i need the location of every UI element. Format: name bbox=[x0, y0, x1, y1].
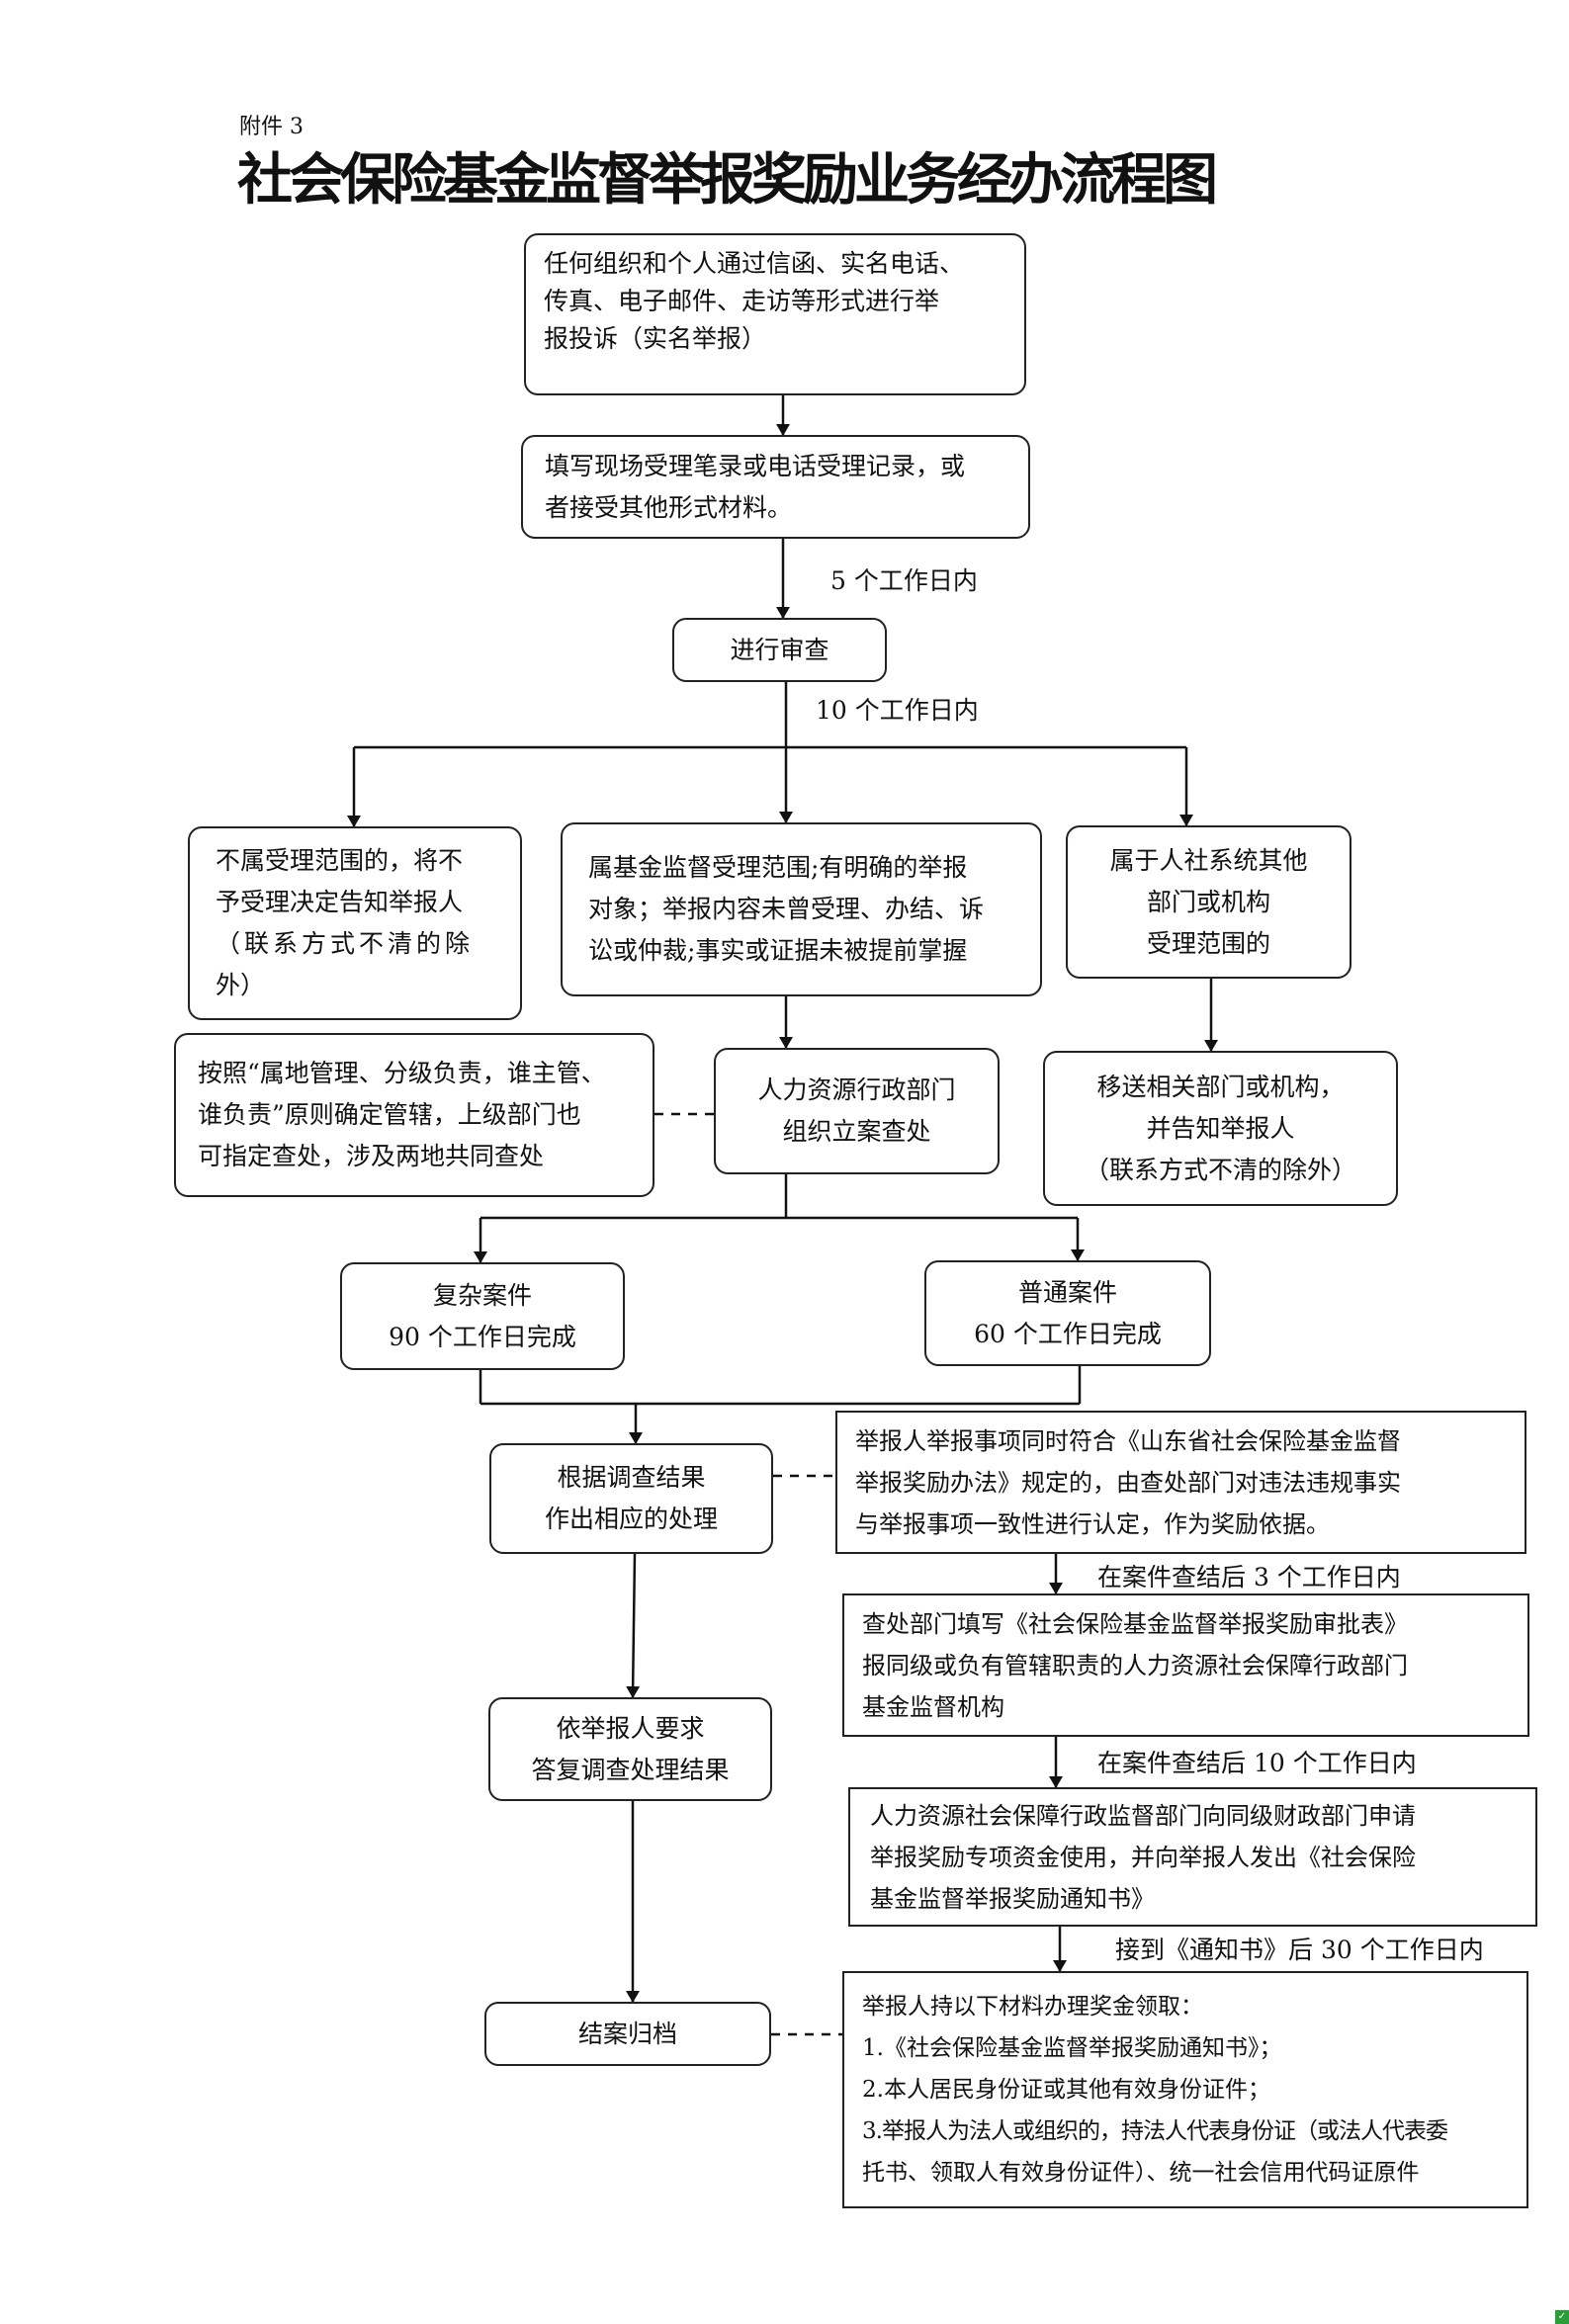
node-text: （联系方式不清的除 bbox=[216, 929, 475, 958]
node-text: 依举报人要求 bbox=[556, 1713, 705, 1743]
node-text: 1.《社会保险基金监督举报奖励通知书》； bbox=[862, 2035, 1282, 2061]
edge-label-after-notice-30-days: 接到《通知书》后 30 个工作日内 bbox=[1115, 1936, 1484, 1964]
edge-label-five-days: 5 个工作日内 bbox=[830, 566, 978, 595]
node-text: 并告知举报人 bbox=[1146, 1113, 1295, 1143]
node-text: 按照“属地管理、分级负责，谁主管、 bbox=[198, 1059, 606, 1087]
node-text: 举报奖励办法》规定的，由查处部门对违法违规事实 bbox=[855, 1468, 1401, 1497]
node-text: 部门或机构 bbox=[1146, 887, 1270, 916]
node-text: 作出相应的处理 bbox=[544, 1505, 718, 1533]
node-ordinary-case: 普通案件 60 个工作日完成 bbox=[924, 1260, 1211, 1366]
node-claim-materials: 举报人持以下材料办理奖金领取： 1.《社会保险基金监督举报奖励通知书》； 2.本… bbox=[842, 1971, 1528, 2208]
node-approval-form: 查处部门填写《社会保险基金监督举报奖励审批表》 报同级或负有管辖职责的人力资源社… bbox=[842, 1593, 1529, 1737]
node-text: 90 个工作日完成 bbox=[389, 1322, 576, 1351]
node-text: 根据调查结果 bbox=[557, 1463, 706, 1492]
node-text: 60 个工作日完成 bbox=[974, 1319, 1162, 1348]
node-text: 属基金监督受理范围;有明确的举报 bbox=[588, 853, 968, 882]
node-record: 填写现场受理笔录或电话受理记录，或 者接受其他形式材料。 bbox=[521, 435, 1030, 539]
node-in-scope: 属基金监督受理范围;有明确的举报 对象；举报内容未曾受理、办结、诉 讼或仲裁;事… bbox=[561, 822, 1042, 996]
node-text: 答复调查处理结果 bbox=[531, 1755, 730, 1784]
node-report-channels: 任何组织和个人通过信函、实名电话、 传真、电子邮件、走访等形式进行举 报投诉（实… bbox=[524, 233, 1026, 395]
node-text: 举报人持以下材料办理奖金领取： bbox=[862, 1994, 1203, 2020]
node-transfer: 移送相关部门或机构， 并告知举报人 （联系方式不清的除外） bbox=[1043, 1051, 1398, 1206]
node-out-of-scope: 不属受理范围的，将不 予受理决定告知举报人 （联系方式不清的除 外） bbox=[188, 826, 522, 1020]
edge-label-ten-days: 10 个工作日内 bbox=[816, 696, 979, 725]
node-text: 基金监督举报奖励通知书》 bbox=[870, 1884, 1155, 1913]
node-jurisdiction: 按照“属地管理、分级负责，谁主管、 谁负责”原则确定管辖，上级部门也 可指定查处… bbox=[174, 1033, 654, 1197]
node-text: 外） bbox=[216, 971, 266, 999]
node-text: 基金监督机构 bbox=[862, 1692, 1004, 1721]
node-archive: 结案归档 bbox=[484, 2002, 771, 2066]
node-text: 2.本人居民身份证或其他有效身份证件； bbox=[862, 2077, 1270, 2103]
node-text: 填写现场受理笔录或电话受理记录，或 bbox=[545, 451, 966, 480]
edge-label-after-10-days: 在案件查结后 10 个工作日内 bbox=[1097, 1749, 1417, 1777]
node-text: 报投诉（实名举报） bbox=[544, 324, 767, 353]
corner-marker-icon: ✓ bbox=[1555, 2310, 1569, 2324]
node-text: 报同级或负有管辖职责的人力资源社会保障行政部门 bbox=[862, 1651, 1408, 1679]
edge-label-after-3-days: 在案件查结后 3 个工作日内 bbox=[1097, 1563, 1401, 1592]
node-other-department: 属于人社系统其他 部门或机构 受理范围的 bbox=[1066, 825, 1351, 979]
node-text: 组织立案查处 bbox=[782, 1117, 931, 1146]
node-text: 进行审查 bbox=[730, 635, 829, 664]
node-text: 讼或仲裁;事实或证据未被提前掌握 bbox=[588, 936, 968, 965]
node-text: 复杂案件 bbox=[432, 1280, 532, 1310]
node-text: 举报奖励专项资金使用，并向举报人发出《社会保险 bbox=[870, 1843, 1416, 1871]
node-text: 者接受其他形式材料。 bbox=[545, 492, 793, 522]
node-review: 进行审查 bbox=[672, 618, 887, 682]
node-complex-case: 复杂案件 90 个工作日完成 bbox=[340, 1262, 625, 1370]
node-text: 人力资源行政部门 bbox=[757, 1076, 956, 1104]
node-fund-application: 人力资源社会保障行政监督部门向同级财政部门申请 举报奖励专项资金使用，并向举报人… bbox=[848, 1787, 1537, 1927]
arrow-handle-to-reply bbox=[626, 1553, 641, 1698]
node-text: 谁负责”原则确定管辖，上级部门也 bbox=[198, 1100, 581, 1129]
node-text: （联系方式不清的除外） bbox=[1084, 1155, 1356, 1184]
node-text: 3.举报人为法人或组织的，持法人代表身份证（或法人代表委 bbox=[862, 2118, 1448, 2144]
node-text: 不属受理范围的，将不 bbox=[216, 846, 464, 875]
node-text: 查处部门填写《社会保险基金监督举报奖励审批表》 bbox=[862, 1609, 1408, 1638]
node-handle-result: 根据调查结果 作出相应的处理 bbox=[489, 1443, 773, 1554]
node-text: 人力资源社会保障行政监督部门向同级财政部门申请 bbox=[870, 1801, 1416, 1830]
attachment-label: 附件 3 bbox=[239, 115, 304, 139]
node-text: 可指定查处，涉及两地共同查处 bbox=[198, 1142, 545, 1170]
node-text: 传真、电子邮件、走访等形式进行举 bbox=[544, 287, 940, 315]
node-reward-basis: 举报人举报事项同时符合《山东省社会保险基金监督 举报奖励办法》规定的，由查处部门… bbox=[835, 1411, 1526, 1554]
node-text: 举报人举报事项同时符合《山东省社会保险基金监督 bbox=[855, 1426, 1401, 1455]
node-text: 对象；举报内容未曾受理、办结、诉 bbox=[588, 895, 985, 923]
node-text: 移送相关部门或机构， bbox=[1096, 1072, 1345, 1101]
node-text: 结案归档 bbox=[577, 2019, 677, 2048]
node-text: 普通案件 bbox=[1017, 1277, 1117, 1307]
node-text: 予受理决定告知举报人 bbox=[216, 888, 464, 916]
node-text: 托书、领取人有效身份证件）、统一社会信用代码证原件 bbox=[862, 2160, 1420, 2186]
node-text: 与举报事项一致性进行认定，作为奖励依据。 bbox=[855, 1509, 1330, 1538]
node-investigate: 人力资源行政部门 组织立案查处 bbox=[714, 1048, 1000, 1174]
node-reply: 依举报人要求 答复调查处理结果 bbox=[488, 1697, 772, 1801]
node-text: 受理范围的 bbox=[1146, 928, 1270, 958]
node-text: 任何组织和个人通过信函、实名电话、 bbox=[544, 249, 965, 278]
page-title: 社会保险基金监督举报奖励业务经办流程图 bbox=[237, 148, 1218, 213]
node-text: 属于人社系统其他 bbox=[1109, 845, 1308, 875]
